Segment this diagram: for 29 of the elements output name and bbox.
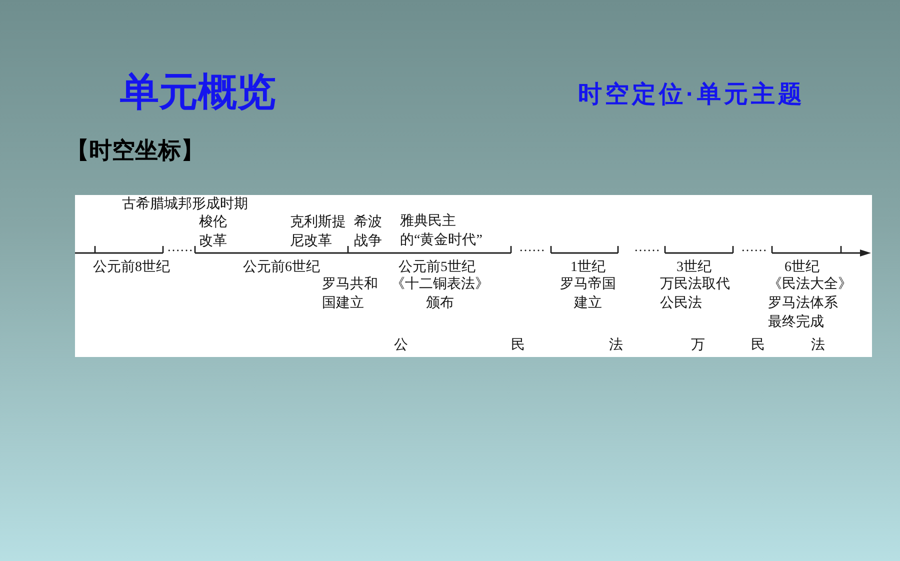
event-label: 梭伦改革 <box>199 214 227 251</box>
event-label: 罗马共和国建立 <box>322 276 378 313</box>
event-label: 万民法取代公民法 <box>660 276 730 313</box>
event-label: 希波战争 <box>354 214 382 251</box>
theme-character: 法 <box>811 336 825 355</box>
event-label: 《民法大全》罗马法体系最终完成 <box>768 276 852 332</box>
event-label: 克利斯提尼改革 <box>290 214 346 251</box>
date-label: 1世纪 <box>570 258 606 276</box>
theme-character: 万 <box>691 337 705 355</box>
period-label: 古希腊城邦形成时期 <box>122 196 248 214</box>
gap-ellipsis: …… <box>519 238 545 256</box>
date-label: 6世纪 <box>784 258 820 276</box>
event-label: 雅典民主的“黄金时代” <box>400 212 482 250</box>
date-label: 公元前6世纪 <box>243 258 320 277</box>
event-label: 罗马帝国建立 <box>560 275 616 313</box>
date-label: 公元前8世纪 <box>93 258 170 277</box>
gap-ellipsis: …… <box>741 238 767 256</box>
date-label: 3世纪 <box>676 258 712 276</box>
section-subtitle: 时空定位·单元主题 <box>578 80 805 110</box>
section-heading: 【时空坐标】 <box>66 136 204 164</box>
date-label: 公元前5世纪 <box>398 258 476 276</box>
gap-ellipsis: …… <box>634 238 660 256</box>
event-label: 《十二铜表法》颁布 <box>391 276 489 313</box>
theme-character: 公 <box>394 336 408 355</box>
theme-character: 民 <box>511 337 525 355</box>
gap-ellipsis: …… <box>167 238 193 256</box>
theme-character: 法 <box>609 336 623 355</box>
theme-character: 民 <box>751 337 765 355</box>
page-title: 单元概览 <box>120 70 276 116</box>
